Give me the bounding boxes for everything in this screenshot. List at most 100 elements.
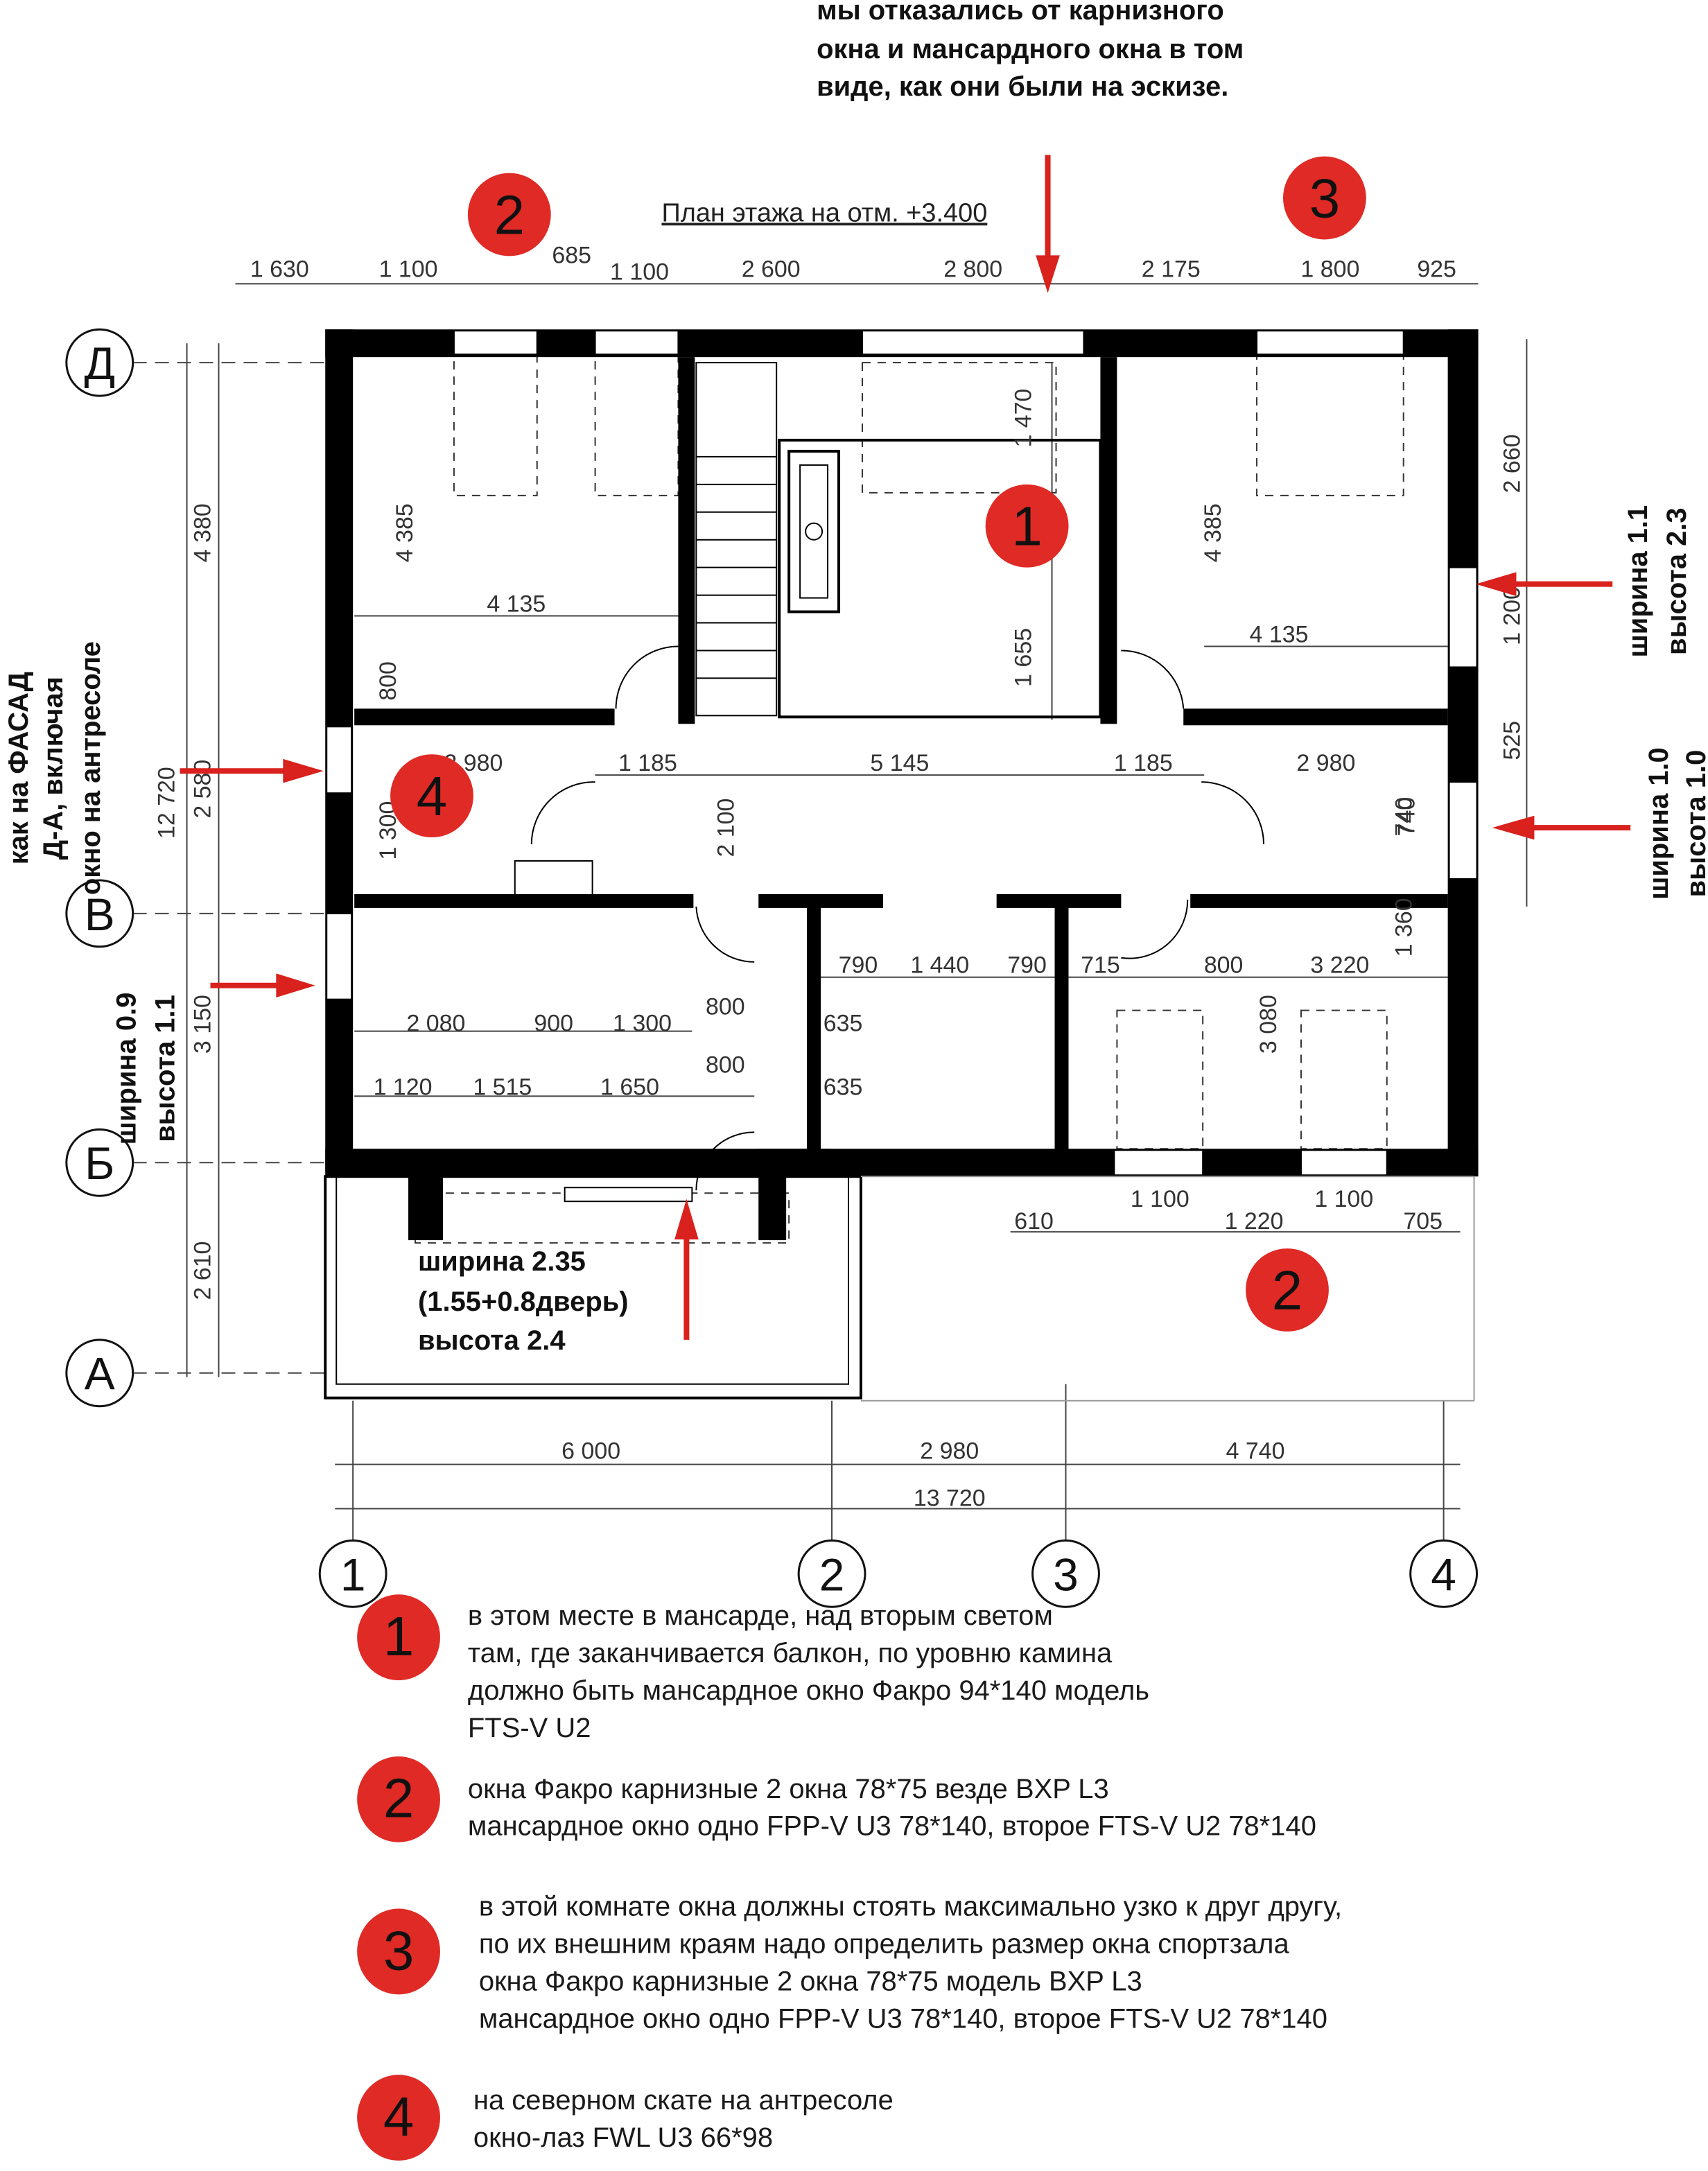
windows bbox=[326, 330, 1478, 1203]
dimension-label: 1 100 bbox=[1131, 1186, 1190, 1212]
marker-2: 2 bbox=[1246, 1248, 1329, 1332]
legend-marker: 1 bbox=[357, 1594, 440, 1681]
annotation-height: высота 2.3 bbox=[1662, 507, 1692, 655]
marker-number: 2 bbox=[494, 184, 525, 245]
fireplace bbox=[787, 449, 841, 613]
legend-note-line: там, где заканчивается балкон, по уровню… bbox=[467, 1639, 1113, 1670]
marker-3: 3 bbox=[1282, 156, 1366, 240]
dimension-label: 2 600 bbox=[742, 256, 801, 282]
dimension-label: 1 655 bbox=[1011, 628, 1037, 687]
interior-dimension-lines bbox=[354, 363, 1448, 1097]
dimension-label: 4 380 bbox=[190, 503, 216, 562]
axis-label-letter: Д bbox=[84, 338, 115, 389]
dimension-label: 1 360 bbox=[1391, 898, 1418, 957]
legend-note: в этой комнате окна должны стоять максим… bbox=[479, 1890, 1342, 2039]
axis-label-number: 1 bbox=[340, 1549, 366, 1600]
dimension-label: 4 135 bbox=[1250, 621, 1309, 647]
marker-circle bbox=[1246, 1248, 1329, 1332]
axis-label-number: 3 bbox=[1053, 1549, 1079, 1600]
plan-title: План этажа на отм. +3.400 bbox=[661, 198, 987, 227]
dimension-label: 3 080 bbox=[1255, 995, 1282, 1054]
marker-circle bbox=[390, 754, 473, 838]
legend-note-line: FTS-V U2 bbox=[467, 1713, 591, 1744]
legend-note-line: по их внешним краям надо определить разм… bbox=[478, 1929, 1289, 1960]
dimension-label: 1 185 bbox=[618, 750, 677, 776]
legend-note-line: мансардное окно одно FPP-V U3 78*140, вт… bbox=[467, 1811, 1316, 1842]
marker-number: 1 bbox=[1011, 496, 1042, 557]
dimension-label: 6 000 bbox=[561, 1438, 620, 1465]
marker-number: 4 bbox=[417, 765, 447, 827]
annotation-height: высота 1.0 bbox=[1681, 750, 1708, 898]
dimension-label: 2 080 bbox=[407, 1011, 466, 1037]
dimension-label: 610 bbox=[1014, 1208, 1054, 1235]
marker-number: 2 bbox=[1272, 1259, 1302, 1321]
dimension-label: 1 100 bbox=[610, 259, 669, 285]
dimension-label: 635 bbox=[824, 1074, 863, 1100]
marker-circle bbox=[467, 173, 551, 256]
top-note-line: окна и мансардного окна в том bbox=[817, 34, 1244, 64]
dimension-label: 1 440 bbox=[910, 952, 969, 979]
marker-number: 3 bbox=[1309, 167, 1340, 229]
red-arrows bbox=[180, 155, 1631, 1340]
axis-label-letter: Б bbox=[85, 1137, 114, 1189]
legend-note-line: окно-лаз FWL U3 66*98 bbox=[473, 2123, 774, 2154]
dimension-label: 685 bbox=[552, 242, 591, 268]
annotation-facade: как на ФАСАД bbox=[3, 672, 34, 864]
dimension-label: 12 720 bbox=[154, 767, 180, 839]
dimension-label: 1 200 bbox=[1499, 586, 1525, 645]
staircase bbox=[514, 362, 778, 906]
dimension-label: 2 610 bbox=[190, 1241, 216, 1300]
axis-label-letter: В bbox=[85, 889, 115, 940]
dimension-label: 740 bbox=[1391, 797, 1418, 837]
annotation-width: ширина 1.0 bbox=[1644, 747, 1674, 900]
dimension-lines bbox=[132, 283, 1528, 1548]
axis-label-number: 2 bbox=[819, 1549, 845, 1600]
dimension-label: 3 220 bbox=[1310, 952, 1369, 979]
skylight-outlines bbox=[415, 345, 1404, 1244]
annotation-width: ширина 0.9 bbox=[112, 993, 142, 1145]
dimension-label: 1 300 bbox=[613, 1011, 672, 1037]
top-note-line: мы отказались от карнизного bbox=[817, 0, 1224, 26]
annotation-height: высота 1.1 bbox=[150, 995, 181, 1142]
dimension-label: 4 740 bbox=[1226, 1438, 1285, 1465]
dimension-label: 1 650 bbox=[600, 1074, 659, 1100]
walls bbox=[325, 329, 1479, 1241]
dimension-label: 800 bbox=[706, 1052, 745, 1078]
dimension-label: 800 bbox=[1204, 952, 1244, 979]
dimension-label: 4 385 bbox=[1200, 503, 1226, 562]
dimension-label: 2 980 bbox=[920, 1438, 979, 1465]
dimension-label: 715 bbox=[1081, 952, 1120, 979]
legend-note-line: в этой комнате окна должны стоять максим… bbox=[478, 1892, 1343, 1923]
axis-circles bbox=[65, 328, 1479, 1608]
legend-note-line: на северном скате на антресоле bbox=[473, 2086, 894, 2117]
axis-label-letter: А bbox=[85, 1348, 115, 1400]
dimension-label: 925 bbox=[1417, 256, 1456, 282]
marker-2: 2 bbox=[467, 173, 551, 256]
legend-marker: 2 bbox=[357, 1756, 440, 1842]
legend-marker: 3 bbox=[357, 1908, 440, 1995]
top-note-line: виде, как они были на эскизе. bbox=[817, 71, 1228, 102]
dimension-label: 1 515 bbox=[473, 1074, 532, 1100]
legend-note-line: в этом месте в мансарде, над вторым свет… bbox=[467, 1601, 1053, 1632]
dimension-label: 740 bbox=[1394, 797, 1420, 837]
dimension-label: 1 220 bbox=[1225, 1208, 1284, 1235]
dimension-label: 635 bbox=[824, 1011, 863, 1037]
dimension-label: 800 bbox=[706, 994, 745, 1020]
dimension-label: 525 bbox=[1499, 721, 1525, 760]
marker-circle bbox=[1282, 156, 1366, 240]
dimension-label: 2 980 bbox=[1296, 750, 1355, 776]
marker-1: 1 bbox=[985, 484, 1069, 568]
balcony bbox=[324, 1175, 1475, 1402]
axis-label-number: 4 bbox=[1431, 1549, 1456, 1600]
dimension-label: 4 385 bbox=[392, 503, 418, 562]
dimension-label: 2 100 bbox=[713, 799, 739, 857]
legend-note-line: должно быть мансардное окно Факро 94*140… bbox=[467, 1676, 1150, 1707]
annotation-width: ширина 1.1 bbox=[1623, 505, 1653, 658]
annotation-height: высота 2.4 bbox=[418, 1325, 566, 1356]
legend-marker: 4 bbox=[357, 2075, 440, 2161]
dimension-label: 2 175 bbox=[1142, 256, 1201, 282]
dimension-label: 800 bbox=[375, 661, 401, 701]
dimension-label: 4 135 bbox=[487, 591, 546, 618]
legend-note-line: окна Факро карнизные 2 окна 78*75 везде … bbox=[467, 1774, 1109, 1805]
legend-note: в этом месте в мансарде, над вторым свет… bbox=[468, 1598, 1149, 1748]
